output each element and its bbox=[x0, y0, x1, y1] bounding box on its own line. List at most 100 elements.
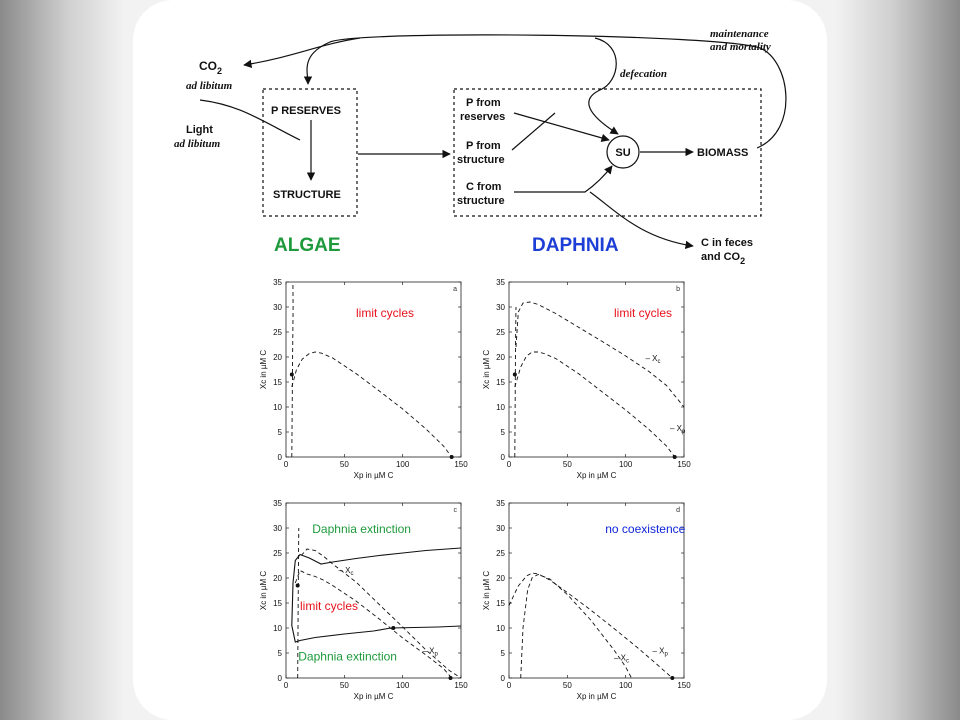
c-structure-to-su-arrow bbox=[514, 165, 613, 193]
defecation-arrow bbox=[588, 37, 619, 135]
defecation-label: defecation bbox=[620, 68, 667, 80]
c-in-feces-label-1: C in feces bbox=[701, 237, 753, 249]
y-tick-label: 5 bbox=[501, 649, 506, 658]
data-point bbox=[289, 372, 294, 377]
region-label: Daphnia extinction bbox=[312, 522, 411, 536]
y-tick-label: 15 bbox=[496, 378, 505, 387]
x-tick-label: 100 bbox=[396, 681, 410, 690]
slide-card bbox=[133, 0, 827, 720]
series-line-1 bbox=[514, 351, 676, 458]
x-tick-label: 150 bbox=[454, 681, 468, 690]
x-tick-label: 150 bbox=[677, 460, 691, 469]
region-label: no coexistence bbox=[605, 522, 685, 536]
plot-frame bbox=[508, 502, 685, 679]
y-tick-label: 25 bbox=[273, 328, 282, 337]
y-tick-label: 25 bbox=[496, 328, 505, 337]
x-tick-label: 50 bbox=[563, 460, 572, 469]
light-note: ad libitum bbox=[174, 138, 221, 150]
c-from-structure-label-2: structure bbox=[457, 195, 505, 207]
region-label: limit cycles bbox=[614, 306, 672, 320]
region-label: limit cycles bbox=[356, 306, 414, 320]
series-line-3 bbox=[514, 306, 517, 458]
series-line-2 bbox=[520, 574, 632, 679]
daphnia-title: DAPHNIA bbox=[532, 235, 619, 256]
su-node bbox=[606, 135, 640, 169]
curve-label: – Xc bbox=[614, 654, 629, 665]
structure-label: STRUCTURE bbox=[273, 189, 341, 201]
x-axis-label: Xp in µM C bbox=[354, 471, 394, 480]
series-line-1 bbox=[291, 351, 453, 458]
y-tick-label: 20 bbox=[496, 574, 505, 583]
data-point bbox=[391, 626, 396, 630]
y-axis-label: Xc in µM C bbox=[259, 571, 268, 611]
data-point bbox=[448, 676, 453, 680]
curve-label: – Xc bbox=[646, 354, 661, 365]
y-tick-label: 30 bbox=[273, 524, 282, 533]
series-line-2 bbox=[291, 281, 294, 458]
diagram-labels: CO2 ad libitum Light ad libitum P RESERV… bbox=[174, 28, 771, 266]
daphnia-box bbox=[453, 88, 762, 217]
y-tick-label: 10 bbox=[273, 624, 282, 633]
series-line-4 bbox=[300, 548, 462, 679]
x-tick-label: 0 bbox=[284, 460, 289, 469]
light-line bbox=[199, 99, 301, 141]
y-tick-label: 10 bbox=[496, 403, 505, 412]
x-tick-label: 50 bbox=[340, 460, 349, 469]
y-tick-label: 30 bbox=[496, 303, 505, 312]
y-tick-label: 30 bbox=[496, 524, 505, 533]
x-tick-label: 100 bbox=[619, 681, 633, 690]
y-tick-label: 5 bbox=[501, 428, 506, 437]
x-tick-label: 0 bbox=[507, 681, 512, 690]
y-tick-label: 15 bbox=[273, 599, 282, 608]
panel-letter: c bbox=[454, 507, 458, 514]
c-in-feces-label-2: and CO2 bbox=[701, 251, 745, 266]
x-axis-label: Xp in µM C bbox=[577, 471, 617, 480]
y-tick-label: 15 bbox=[496, 599, 505, 608]
data-point bbox=[295, 583, 300, 588]
x-tick-label: 50 bbox=[563, 681, 572, 690]
y-tick-label: 35 bbox=[273, 278, 282, 287]
biomass-label: BIOMASS bbox=[697, 147, 748, 159]
curve-label: – Xp bbox=[423, 647, 439, 658]
curve-label: – Xc bbox=[339, 566, 354, 577]
p-from-structure-label-2: structure bbox=[457, 154, 505, 166]
y-tick-label: 20 bbox=[273, 574, 282, 583]
x-tick-label: 100 bbox=[396, 460, 410, 469]
x-axis-label: Xp in µM C bbox=[354, 692, 394, 701]
x-tick-label: 50 bbox=[340, 681, 349, 690]
su-label: SU bbox=[615, 147, 630, 159]
c-from-structure-label-1: C from bbox=[466, 181, 502, 193]
data-point bbox=[670, 676, 675, 680]
y-tick-label: 20 bbox=[273, 353, 282, 362]
feces-arrow bbox=[589, 191, 694, 250]
p-from-reserves-label-2: reserves bbox=[460, 111, 505, 123]
y-tick-label: 25 bbox=[496, 549, 505, 558]
y-tick-label: 35 bbox=[496, 278, 505, 287]
maintenance-label-2: and mortality bbox=[710, 41, 771, 53]
region-label: Daphnia extinction bbox=[298, 650, 397, 664]
data-point bbox=[512, 372, 517, 377]
data-point bbox=[449, 455, 454, 459]
p-reserves-to-su-arrow bbox=[513, 112, 610, 142]
y-tick-label: 10 bbox=[273, 403, 282, 412]
p-from-reserves-label-1: P from bbox=[466, 97, 501, 109]
algae-box bbox=[262, 88, 358, 217]
algae-title: ALGAE bbox=[274, 235, 341, 256]
x-tick-label: 150 bbox=[454, 460, 468, 469]
y-tick-label: 25 bbox=[273, 549, 282, 558]
region-label: limit cycles bbox=[300, 599, 358, 613]
x-tick-label: 100 bbox=[619, 460, 633, 469]
x-tick-label: 0 bbox=[284, 681, 289, 690]
curve-label: – Xp bbox=[653, 647, 669, 658]
plot-frame bbox=[508, 281, 685, 458]
to-co2-arrow bbox=[243, 37, 361, 69]
series-line-3 bbox=[294, 569, 453, 679]
maintenance-label-1: maintenance bbox=[710, 28, 769, 40]
y-axis-label: Xc in µM C bbox=[482, 571, 491, 611]
y-tick-label: 35 bbox=[273, 499, 282, 508]
reserves-to-structure-link bbox=[511, 112, 556, 151]
